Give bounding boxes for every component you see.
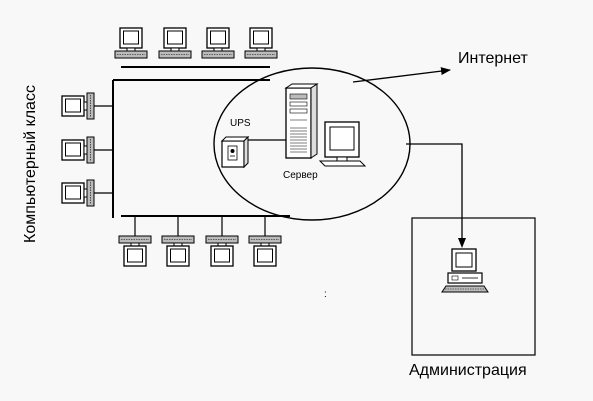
workstation-icon: [201, 27, 235, 59]
server-label: Сервер: [283, 170, 318, 181]
desktop-computer-icon: [441, 248, 489, 293]
administration-box: [411, 217, 536, 356]
workstation-icon: [158, 27, 192, 59]
network-bus: [112, 66, 290, 218]
administration-label: Администрация: [409, 362, 527, 379]
classroom-label: Компьютерный класс: [22, 85, 39, 243]
classroom-workstations-left: [61, 92, 113, 207]
ups-label: UPS: [230, 118, 251, 129]
internet-link: [352, 67, 451, 83]
workstation-icon: [244, 27, 278, 59]
server-monitor-icon: [318, 121, 367, 167]
workstation-icon: [61, 92, 95, 120]
classroom-workstations-bottom: [118, 216, 282, 267]
workstation-icon: [205, 235, 239, 267]
admin-link: [406, 143, 463, 240]
server-tower-icon: [284, 83, 319, 159]
workstation-icon: [114, 27, 148, 59]
workstation-icon: [61, 179, 95, 207]
internet-label: Интернет: [458, 50, 528, 67]
workstation-icon: [248, 235, 282, 267]
workstation-icon: [161, 235, 195, 267]
workstation-icon: [118, 235, 152, 267]
classroom-workstations-top: [114, 27, 278, 59]
stray-mark: :: [324, 289, 327, 300]
ups-box-icon: [220, 135, 250, 169]
workstation-icon: [61, 136, 95, 164]
